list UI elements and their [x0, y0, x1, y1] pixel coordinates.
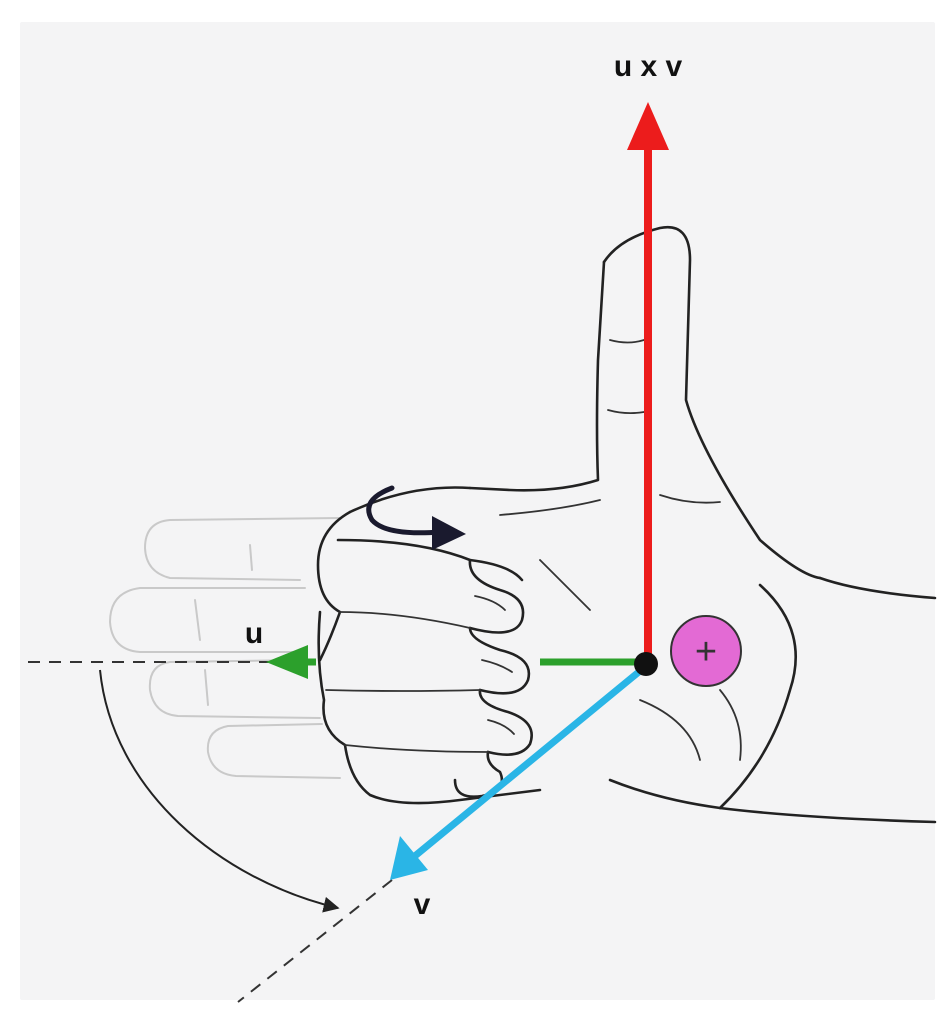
v-axis-dashed-line	[237, 879, 393, 1003]
v-label: v	[414, 888, 431, 921]
origin-point	[634, 652, 658, 676]
cross-product-vector-arrow	[627, 102, 669, 662]
v-vector-arrow	[390, 662, 650, 880]
positive-orientation-badge: +	[670, 615, 742, 687]
plus-circle	[670, 615, 742, 687]
cross-product-vector-head	[627, 102, 669, 150]
curl-arrow	[366, 485, 466, 550]
open-hand-outline	[109, 517, 341, 779]
v-vector-head	[390, 836, 428, 880]
hand-outline	[348, 225, 937, 824]
curled-fingers	[316, 510, 542, 805]
cross-product-label: u x v	[614, 50, 683, 83]
u-vector-arrow	[266, 645, 644, 679]
rotation-arc	[99, 669, 340, 913]
u-label: u	[245, 617, 263, 650]
diagram-background	[20, 22, 935, 1000]
v-vector-shaft	[406, 662, 650, 864]
curl-arrow-head	[432, 516, 466, 550]
plus-sign: +	[695, 631, 717, 673]
u-vector-head	[266, 645, 308, 679]
